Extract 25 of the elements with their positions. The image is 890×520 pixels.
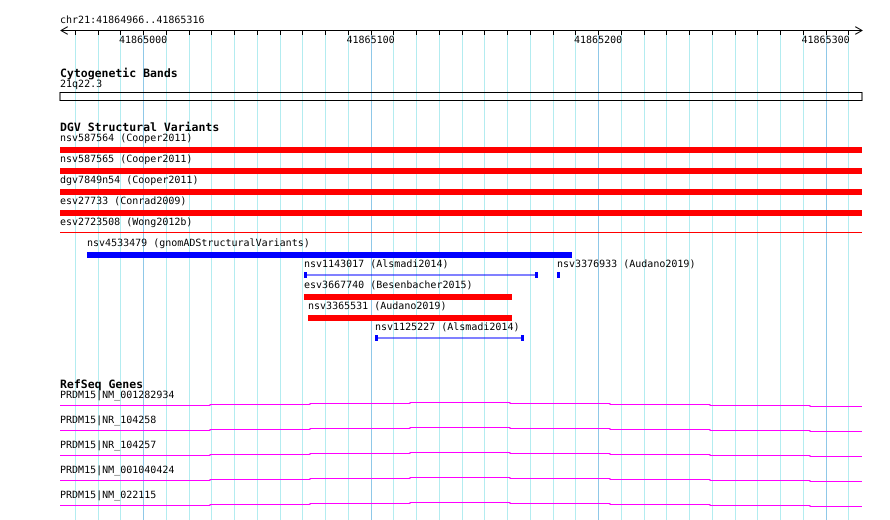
variant-label: esv2723508 (Wong2012b) (60, 217, 192, 229)
variant-label: nsv3376933 (Audano2019) (557, 259, 696, 271)
axis-tick-label: 41865000 (119, 35, 168, 47)
cytoband-label: 21q22.3 (60, 79, 102, 91)
variant-label: nsv4533479 (gnomADStructuralVariants) (87, 238, 310, 250)
locus-label: chr21:41864966..41865316 (60, 15, 204, 27)
variant-label: nsv587565 (Cooper2011) (60, 154, 192, 166)
axis-tick-label: 41865100 (346, 35, 395, 47)
variant-label: esv27733 (Conrad2009) (60, 196, 186, 208)
gene-label: PRDM15|NM_001040424 (60, 465, 174, 477)
gene-label: PRDM15|NM_022115 (60, 490, 156, 502)
gene-label: PRDM15|NR_104257 (60, 440, 156, 452)
track-heading: DGV Structural Variants (60, 121, 220, 133)
axis-tick-label: 41865200 (574, 35, 622, 47)
variant-label: nsv3365531 (Audano2019) (308, 301, 446, 313)
variant-label: dgv7849n54 (Cooper2011) (60, 175, 198, 187)
variant-label: esv3667740 (Besenbacher2015) (304, 280, 473, 292)
variant-label: nsv1143017 (Alsmadi2014) (304, 259, 448, 271)
gene-label: PRDM15|NR_104258 (60, 415, 156, 427)
track-heading: Cytogenetic Bands (60, 67, 178, 79)
variant-label: nsv587564 (Cooper2011) (60, 133, 192, 145)
axis-tick-label: 41865300 (802, 35, 850, 47)
gene-label: PRDM15|NM_001282934 (60, 390, 174, 402)
variant-label: nsv1125227 (Alsmadi2014) (375, 322, 520, 334)
track-heading: RefSeq Genes (60, 378, 144, 390)
